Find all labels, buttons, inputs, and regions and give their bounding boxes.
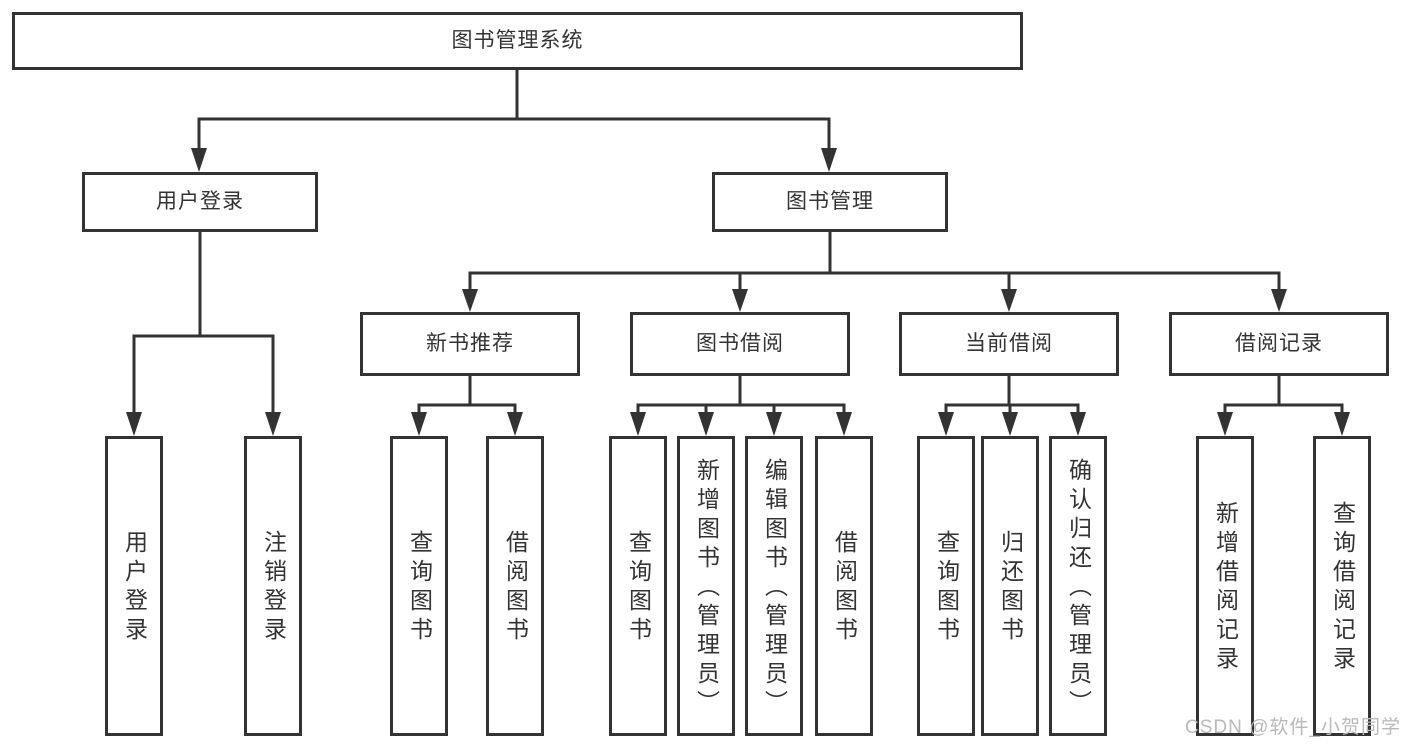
node-label: 编辑图书（管理员） <box>761 457 788 719</box>
node-label: 借阅图书 <box>502 530 529 646</box>
leaf-logout: 注销登录 <box>244 436 302 736</box>
node-label: 新增图书（管理员） <box>693 457 720 719</box>
leaf-query-books-borrowing: 查询图书 <box>609 436 667 736</box>
node-label: 图书管理 <box>786 190 874 214</box>
node-label: 用户登录 <box>156 190 244 214</box>
node-label: 查询借阅记录 <box>1329 501 1356 675</box>
node-borrowing-records: 借阅记录 <box>1169 312 1389 376</box>
node-label: 图书管理系统 <box>451 29 584 53</box>
node-user-login: 用户登录 <box>82 172 318 232</box>
leaf-borrow-books-borrowing: 借阅图书 <box>815 436 873 736</box>
node-book-borrowing: 图书借阅 <box>630 312 850 376</box>
node-label: 借阅图书 <box>831 530 858 646</box>
node-book-management: 图书管理 <box>712 172 948 232</box>
node-label: 用户登录 <box>121 530 148 646</box>
leaf-return-books: 归还图书 <box>981 436 1039 736</box>
node-label: 图书借阅 <box>696 332 784 356</box>
node-label: 查询图书 <box>406 530 433 646</box>
node-library-management-system: 图书管理系统 <box>12 12 1023 70</box>
leaf-confirm-return-admin: 确认归还（管理员） <box>1049 436 1107 736</box>
node-label: 当前借阅 <box>965 332 1053 356</box>
node-label: 查询图书 <box>933 530 960 646</box>
leaf-add-books-admin: 新增图书（管理员） <box>677 436 735 736</box>
node-new-book-recommendation: 新书推荐 <box>360 312 580 376</box>
node-label: 归还图书 <box>997 530 1024 646</box>
node-label: 新书推荐 <box>426 332 514 356</box>
csdn-watermark: CSDN @软件_小贺同学 <box>1185 717 1401 738</box>
leaf-query-books-current: 查询图书 <box>917 436 975 736</box>
leaf-query-books-recommendation: 查询图书 <box>390 436 448 736</box>
node-label: 注销登录 <box>260 530 287 646</box>
node-label: 确认归还（管理员） <box>1065 457 1092 719</box>
leaf-query-borrow-record: 查询借阅记录 <box>1313 436 1371 736</box>
node-label: 查询图书 <box>625 530 652 646</box>
leaf-borrow-books-recommendation: 借阅图书 <box>486 436 544 736</box>
leaf-add-borrow-record: 新增借阅记录 <box>1196 436 1254 736</box>
node-label: 新增借阅记录 <box>1212 501 1239 675</box>
node-label: 借阅记录 <box>1235 332 1323 356</box>
leaf-edit-books-admin: 编辑图书（管理员） <box>745 436 803 736</box>
leaf-user-login: 用户登录 <box>105 436 163 736</box>
node-current-borrowing: 当前借阅 <box>899 312 1119 376</box>
